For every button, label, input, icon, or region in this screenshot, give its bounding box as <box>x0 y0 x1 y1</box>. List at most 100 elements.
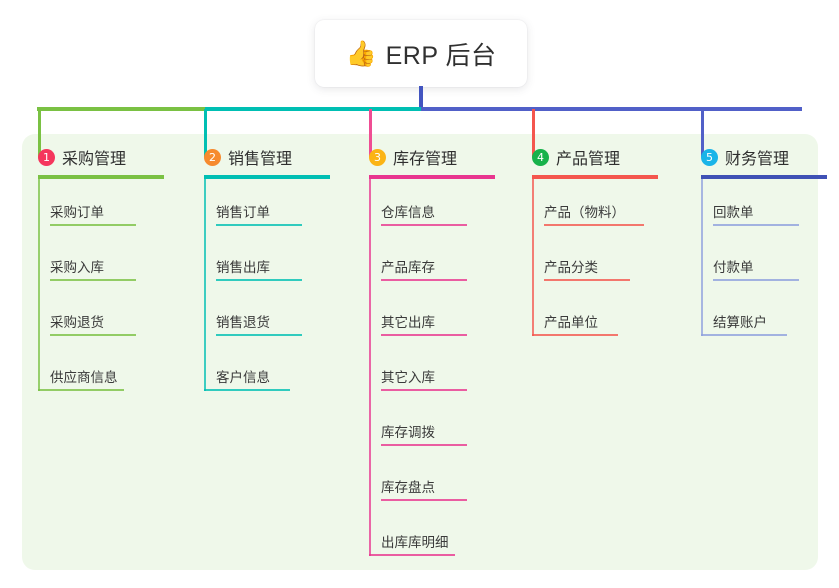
diagram-panel <box>22 134 818 570</box>
leaf-item[interactable]: 产品（物料） <box>516 179 688 234</box>
leaf-item[interactable]: 库存调拨 <box>353 399 519 454</box>
leaf-item-underline <box>369 554 455 556</box>
segment-teal <box>205 107 421 111</box>
column-header-product[interactable]: 4 产品管理 <box>516 145 688 169</box>
leaf-item-label: 销售订单 <box>216 205 270 220</box>
column-spine-inventory <box>369 179 371 556</box>
leaf-item[interactable]: 采购退货 <box>22 289 188 344</box>
column-body-finance: 回款单付款单结算账户 <box>685 179 839 344</box>
root-title: ERP 后台 <box>385 41 497 70</box>
leaf-item-label: 库存盘点 <box>381 480 435 495</box>
column-badge-inventory: 3 <box>369 148 386 166</box>
leaf-item-label: 回款单 <box>713 205 754 220</box>
leaf-item-underline <box>544 224 644 226</box>
leaf-item-label: 产品库存 <box>381 260 435 275</box>
column-header-sales[interactable]: 2 销售管理 <box>188 145 354 169</box>
column-title-finance: 财务管理 <box>725 151 790 168</box>
column-product: 4 产品管理产品（物料） 产品分类产品单位 <box>516 145 688 344</box>
leaf-item[interactable]: 销售退货 <box>188 289 354 344</box>
leaf-item-underline <box>713 279 799 281</box>
column-spine-product <box>532 179 534 336</box>
column-body-sales: 销售订单销售出库销售退货客户信息 <box>188 179 354 399</box>
column-underline-inventory <box>369 175 495 179</box>
drop-purchase <box>38 109 41 157</box>
segment-green <box>37 107 205 111</box>
leaf-item[interactable]: 付款单 <box>685 234 839 289</box>
leaf-item[interactable]: 库存盘点 <box>353 454 519 509</box>
leaf-item-label: 客户信息 <box>216 370 270 385</box>
leaf-item-label: 采购入库 <box>50 260 104 275</box>
column-spine-purchase <box>38 179 40 391</box>
column-header-inventory[interactable]: 3 库存管理 <box>353 145 519 169</box>
leaf-item[interactable]: 采购入库 <box>22 234 188 289</box>
leaf-item-underline <box>544 279 630 281</box>
leaf-item-label: 其它出库 <box>381 315 435 330</box>
root-stem-connector <box>419 86 423 109</box>
leaf-item[interactable]: 供应商信息 <box>22 344 188 399</box>
column-finance: 5 财务管理回款单付款单结算账户 <box>685 145 839 344</box>
column-badge-sales: 2 <box>204 148 221 166</box>
column-spine-finance <box>701 179 703 336</box>
leaf-item-underline <box>216 334 302 336</box>
column-title-sales: 销售管理 <box>228 151 293 168</box>
leaf-item-label: 仓库信息 <box>381 205 435 220</box>
leaf-item-label: 产品单位 <box>544 315 598 330</box>
leaf-item[interactable]: 客户信息 <box>188 344 354 399</box>
leaf-item-label: 销售出库 <box>216 260 270 275</box>
leaf-item-underline <box>50 334 136 336</box>
drop-sales <box>204 109 207 157</box>
leaf-item-label: 产品（物料） <box>544 205 625 220</box>
leaf-item[interactable]: 其它入库 <box>353 344 519 399</box>
column-underline-purchase <box>38 175 164 179</box>
column-header-finance[interactable]: 5 财务管理 <box>685 145 839 169</box>
leaf-item-label: 销售退货 <box>216 315 270 330</box>
leaf-item[interactable]: 出库库明细 <box>353 509 519 564</box>
leaf-item-underline <box>216 279 302 281</box>
leaf-item[interactable]: 采购订单 <box>22 179 188 234</box>
leaf-item[interactable]: 仓库信息 <box>353 179 519 234</box>
leaf-item-label: 结算账户 <box>713 315 767 330</box>
segment-blue <box>421 107 802 111</box>
column-underline-finance <box>701 175 827 179</box>
column-badge-product: 4 <box>532 148 549 166</box>
column-spine-sales <box>204 179 206 391</box>
leaf-item-underline <box>381 279 467 281</box>
drop-inventory <box>369 109 372 157</box>
leaf-item-label: 出库库明细 <box>381 535 449 550</box>
column-badge-finance: 5 <box>701 148 718 166</box>
leaf-item[interactable]: 产品单位 <box>516 289 688 344</box>
leaf-item[interactable]: 结算账户 <box>685 289 839 344</box>
leaf-item-underline <box>381 224 467 226</box>
leaf-item-underline <box>38 389 124 391</box>
leaf-item[interactable]: 销售出库 <box>188 234 354 289</box>
drop-finance <box>701 109 704 157</box>
leaf-item-label: 其它入库 <box>381 370 435 385</box>
leaf-item[interactable]: 产品分类 <box>516 234 688 289</box>
column-badge-purchase: 1 <box>38 148 55 166</box>
column-body-product: 产品（物料） 产品分类产品单位 <box>516 179 688 344</box>
column-sales: 2 销售管理销售订单销售出库销售退货客户信息 <box>188 145 354 399</box>
leaf-item-label: 产品分类 <box>544 260 598 275</box>
column-body-purchase: 采购订单采购入库采购退货供应商信息 <box>22 179 188 399</box>
drop-product <box>532 109 535 157</box>
column-underline-sales <box>204 175 330 179</box>
root-node[interactable]: 👍 ERP 后台 <box>315 20 527 87</box>
leaf-item-underline <box>204 389 290 391</box>
leaf-item[interactable]: 回款单 <box>685 179 839 234</box>
column-title-product: 产品管理 <box>556 151 621 168</box>
leaf-item-underline <box>713 224 799 226</box>
leaf-item[interactable]: 产品库存 <box>353 234 519 289</box>
leaf-item-underline <box>381 444 467 446</box>
leaf-item-label: 采购订单 <box>50 205 104 220</box>
column-title-inventory: 库存管理 <box>393 151 458 168</box>
column-underline-product <box>532 175 658 179</box>
leaf-item-underline <box>50 224 136 226</box>
leaf-item-underline <box>381 389 467 391</box>
leaf-item-label: 供应商信息 <box>50 370 118 385</box>
leaf-item[interactable]: 其它出库 <box>353 289 519 344</box>
leaf-item-label: 采购退货 <box>50 315 104 330</box>
leaf-item[interactable]: 销售订单 <box>188 179 354 234</box>
leaf-item-underline <box>532 334 618 336</box>
